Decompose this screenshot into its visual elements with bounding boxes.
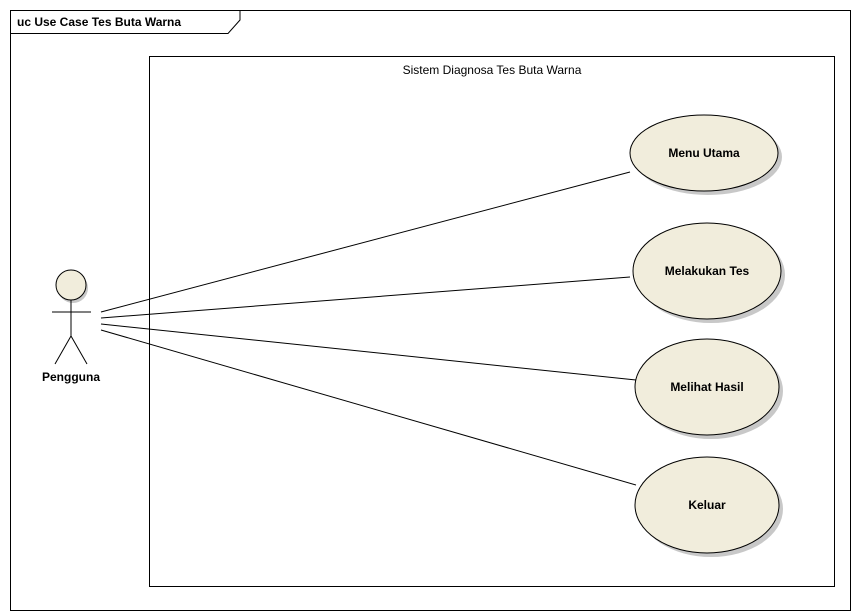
- use-case-melihat-hasil[interactable]: Melihat Hasil: [634, 338, 783, 439]
- association-keluar[interactable]: [100, 329, 637, 486]
- frame-title: uc Use Case Tes Buta Warna: [17, 15, 181, 29]
- association-melakukan-tes[interactable]: [100, 276, 631, 319]
- use-case-keluar[interactable]: Keluar: [634, 456, 783, 557]
- use-case-label: Menu Utama: [668, 146, 740, 160]
- use-case-label: Keluar: [688, 498, 726, 512]
- association-menu-utama[interactable]: [100, 171, 631, 313]
- association-melihat-hasil[interactable]: [100, 323, 637, 381]
- use-case-melakukan-tes[interactable]: Melakukan Tes: [632, 222, 785, 323]
- actor-left-leg: [54, 335, 72, 365]
- use-case-menu-utama[interactable]: Menu Utama: [629, 114, 782, 195]
- actor-head: [55, 269, 87, 301]
- diagram-frame: [10, 10, 851, 611]
- actor-label: Pengguna: [42, 370, 100, 384]
- associations: [100, 171, 637, 486]
- use-case-label: Melihat Hasil: [670, 380, 743, 394]
- system-title: Sistem Diagnosa Tes Buta Warna: [403, 63, 582, 77]
- frame-title-tab: [10, 10, 241, 34]
- actor-pengguna[interactable]: [52, 269, 91, 365]
- actor-right-leg: [70, 335, 88, 365]
- use-case-label: Melakukan Tes: [665, 264, 750, 278]
